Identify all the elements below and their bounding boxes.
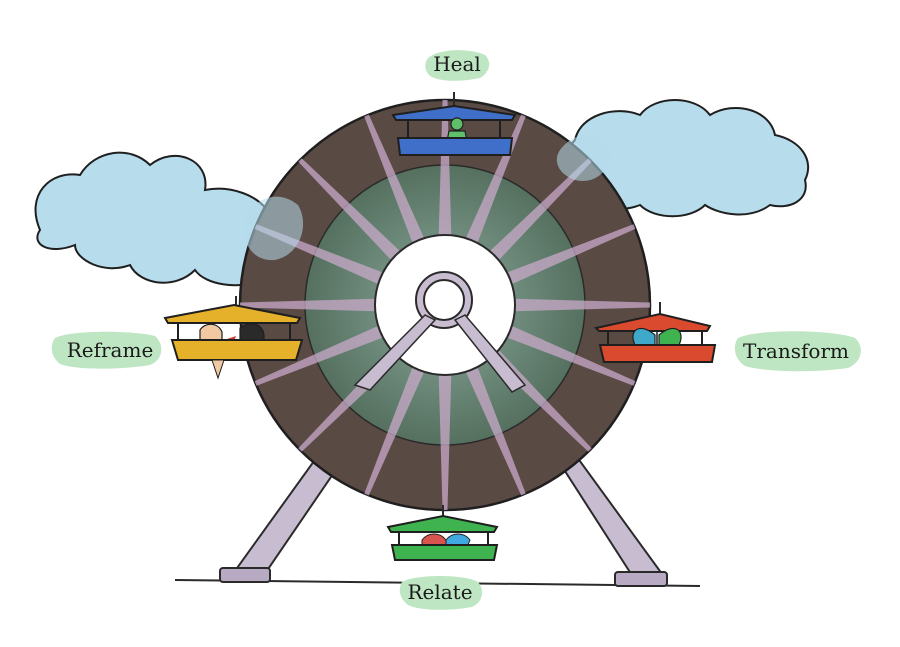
label-reframe-text: Reframe [67,338,154,362]
wheel-spoke [364,367,425,496]
label-reframe: Reframe [51,331,162,369]
wheel-spoke [489,158,592,261]
label-heal-text: Heal [433,52,481,76]
wheel-spoke [254,325,383,386]
label-transform-text: Transform [743,339,849,363]
wheel-spoke [364,114,425,243]
wheel-spoke [514,298,650,312]
wheel-spoke [465,367,526,496]
gondola-reframe [163,296,304,380]
wheel-spoke [298,158,401,261]
label-relate-text: Relate [407,580,472,604]
wheel-spoke [438,374,452,510]
wheel-spoke [507,325,636,386]
label-transform: Transform [734,331,861,372]
gondola-heal [391,92,517,156]
wheel-spoke [507,224,636,285]
gondola-transform [593,302,717,363]
wheel-spoke [240,298,376,312]
gondola-relate [386,505,499,561]
label-heal: Heal [425,50,490,81]
label-relate: Relate [399,576,483,610]
